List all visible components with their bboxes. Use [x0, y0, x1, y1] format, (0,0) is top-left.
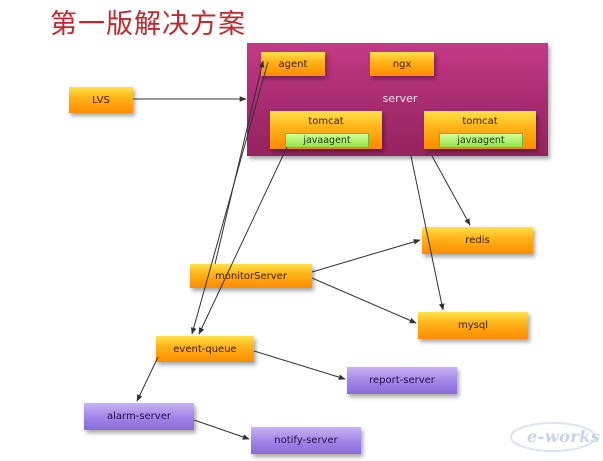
alarm-server-node: alarm-server [84, 403, 194, 430]
report-server-node: report-server [347, 367, 457, 394]
arrow-event-queue-to-alarm [136, 356, 159, 402]
arrow-server-to-mysql [410, 155, 445, 311]
tomcat-right-label: tomcat [462, 116, 498, 127]
arrow-monitor-to-server [214, 60, 265, 265]
arrow-event-queue-to-report [253, 350, 346, 380]
arrow-alarm-to-notify [193, 419, 250, 440]
agent-node: agent [261, 52, 325, 76]
arrow-monitor-to-redis [311, 239, 421, 273]
arrow-monitor-to-mysql [311, 277, 417, 324]
javaagent-left: javaagent [285, 133, 369, 148]
redis-node: redis [422, 227, 533, 254]
e-works-logo-icon [510, 422, 596, 452]
tomcat-left-label: tomcat [308, 116, 344, 127]
ngx-node: ngx [370, 52, 434, 76]
javaagent-right: javaagent [439, 133, 523, 148]
event-queue-node: event-queue [156, 336, 254, 362]
arrow-agent-to-event-queue [190, 61, 269, 335]
notify-server-node: notify-server [251, 427, 361, 454]
lvs-node: LVS [69, 87, 133, 113]
logo-text: e-works [527, 427, 601, 446]
page-title: 第一版解决方案 [50, 9, 246, 40]
arrow-tomcat-to-event-queue [198, 146, 288, 335]
mysql-node: mysql [418, 312, 528, 339]
server-label: server [382, 92, 418, 105]
arrow-server-to-redis [431, 155, 471, 226]
